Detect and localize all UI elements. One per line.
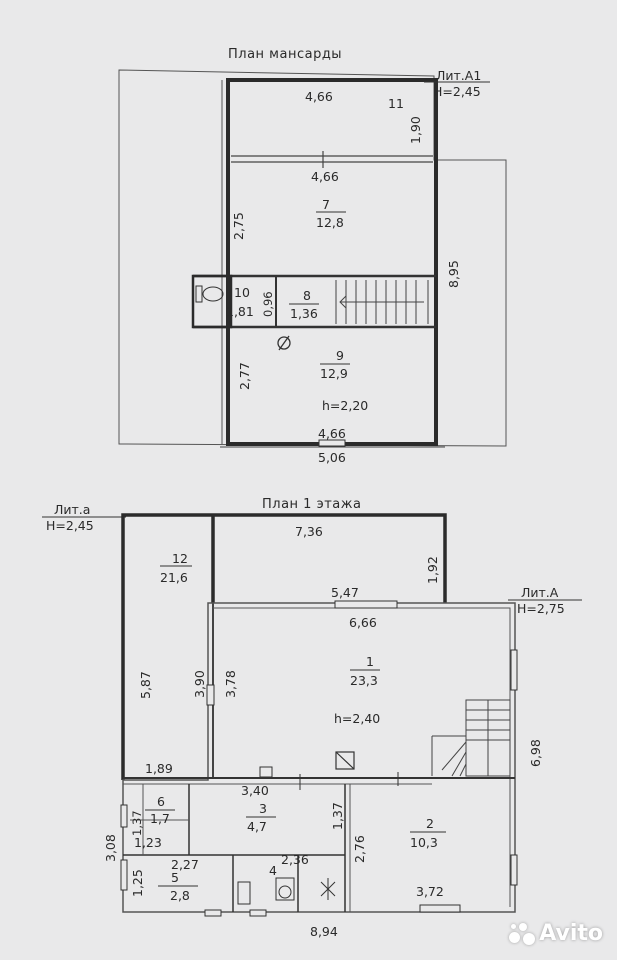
attic-dim-top: 4,66 (305, 89, 333, 104)
room-9-number: 9 (336, 348, 344, 363)
floor1-dim-right-top: 1,92 (425, 556, 440, 584)
avito-logo-icon (509, 922, 536, 945)
floor1-dim-right: 6,98 (528, 739, 543, 767)
room-5-number: 5 (171, 870, 179, 885)
room-7-area: 12,8 (316, 215, 344, 230)
attic-dim-room9: 2,77 (237, 362, 252, 390)
lit-a-small-height: Н=2,45 (46, 518, 94, 533)
room-8-number: 8 (303, 288, 311, 303)
room-6-number: 6 (157, 794, 165, 809)
attic-dim-bottom-inner: 4,66 (318, 426, 346, 441)
floor1-dim-top: 7,36 (295, 524, 323, 539)
room-10-number: 10 (234, 285, 250, 300)
floor1-dim-main-width: 6,66 (349, 615, 377, 630)
attic-dim-mid: 4,66 (311, 169, 339, 184)
stove-icon (335, 751, 355, 770)
floor1-dim-room6-h: 1,37 (130, 810, 144, 836)
room-10-walls (191, 274, 233, 329)
avito-watermark-text: Avito (539, 921, 603, 946)
floor1-dim-room2-w: 3,72 (416, 884, 444, 899)
floor1-stairs (431, 699, 511, 777)
floor1-plan: План 1 этажа Лит.а Н=2,45 Лит.А Н=2,75 (42, 497, 582, 939)
floor1-ceiling-height: h=2,40 (334, 711, 380, 726)
floor1-dim-small-width: 1,89 (145, 761, 173, 776)
room-3-number: 3 (259, 801, 267, 816)
room-10-area: 1,81 (226, 304, 254, 319)
floor1-dim-room6-w: 1,23 (134, 835, 162, 850)
floor1-dim-room5-w: 2,27 (171, 857, 199, 872)
room-1-area: 23,3 (350, 673, 378, 688)
room-4-number: 4 (269, 863, 277, 878)
room-6-area: 1,7 (150, 811, 170, 826)
floor1-dim-left-bottom: 3,08 (103, 834, 118, 862)
room-8-area: 1,36 (290, 306, 318, 321)
floor1-dim-left: 5,87 (138, 671, 153, 699)
attic-dim-room10: 0,96 (261, 291, 275, 317)
attic-roof-outline (118, 69, 507, 447)
attic-plan: План мансарды (118, 47, 507, 465)
attic-dim-bottom-outer: 5,06 (318, 450, 346, 465)
room-11-number: 11 (388, 96, 404, 111)
chimney-icon (277, 335, 291, 351)
room-7-number: 7 (322, 197, 330, 212)
room-1-number: 1 (366, 654, 374, 669)
attic-dim-room11: 1,90 (408, 116, 423, 144)
attic-title: План мансарды (228, 47, 342, 62)
floor1-dim-inner-left-a: 3,90 (192, 670, 207, 698)
attic-ceiling-height: h=2,20 (322, 398, 368, 413)
floor1-dim-room3-h: 1,37 (330, 802, 345, 830)
extension-walls (121, 513, 447, 780)
room-2-number: 2 (426, 816, 434, 831)
avito-watermark: Avito (509, 921, 603, 946)
floor1-dim-room2-h: 2,76 (352, 835, 367, 863)
attic-dim-room7: 2,75 (231, 212, 246, 240)
main-house-walls (122, 602, 516, 913)
floor1-title: План 1 этажа (262, 497, 361, 512)
attic-dim-right: 8,95 (446, 260, 461, 288)
floor1-dim-room5-h: 1,25 (130, 869, 145, 897)
floor1-dim-room4-w: 2,36 (281, 852, 309, 867)
room-3-area: 4,7 (247, 819, 267, 834)
room-12-area: 21,6 (160, 570, 188, 585)
attic-stairs (339, 280, 424, 324)
room-5-area: 2,8 (170, 888, 190, 903)
floor1-dim-inner-top: 5,47 (331, 585, 359, 600)
lit-a-label: Лит.А (521, 585, 559, 600)
attic-main-walls (226, 78, 438, 446)
lit-a-height: Н=2,75 (517, 601, 565, 616)
room-9-area: 12,9 (320, 366, 348, 381)
floor1-dim-bottom-total: 8,94 (310, 924, 338, 939)
toilet-icon (195, 285, 224, 303)
floor1-dim-room3-width: 3,40 (241, 783, 269, 798)
room-12-number: 12 (172, 551, 188, 566)
room-2-area: 10,3 (410, 835, 438, 850)
lit-a-small-label: Лит.а (54, 502, 90, 517)
bathroom-fixtures-icon (237, 877, 336, 905)
floor1-dim-inner-left-b: 3,78 (223, 670, 238, 698)
attic-lit-label: Лит.А1 (436, 68, 481, 83)
attic-height-label: Н=2,45 (433, 84, 481, 99)
